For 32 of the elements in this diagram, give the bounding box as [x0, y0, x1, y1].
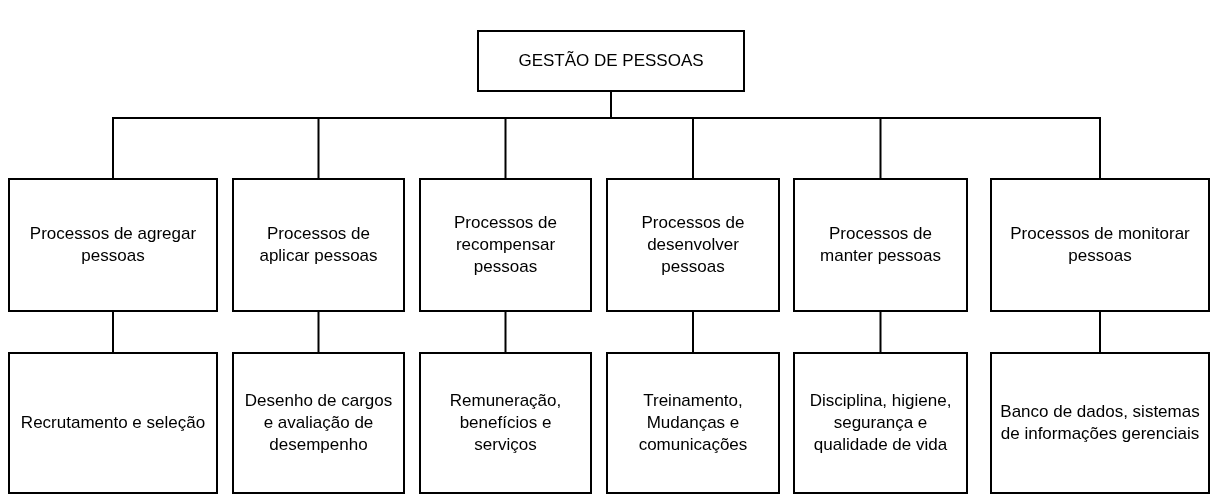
box-label: Banco de dados, sistemas de informações gerenciais: [1000, 401, 1200, 445]
box-label: Processos de agregar pessoas: [28, 223, 198, 267]
box-label: Disciplina, higiene, segurança e qualidade de vida: [808, 390, 953, 456]
process-box: [606, 178, 780, 312]
process-box: [8, 178, 218, 312]
box-label: GESTÃO DE PESSOAS: [518, 50, 704, 72]
root-box: [477, 30, 745, 92]
process-box: [419, 178, 592, 312]
process-box: [793, 178, 968, 312]
box-label: Recrutamento e seleção: [20, 412, 206, 434]
connector-line: [317, 311, 320, 353]
box-label: Treinamento, Mudanças e comunicações: [637, 390, 749, 456]
process-box: [232, 178, 405, 312]
box-label: Processos de manter pessoas: [819, 223, 942, 267]
process-box: [232, 352, 405, 494]
connector-line: [504, 311, 507, 353]
connector-line: [879, 311, 882, 353]
process-box: [8, 352, 218, 494]
connector-line: [112, 311, 114, 353]
box-label: Processos de monitorar pessoas: [1009, 223, 1191, 267]
box-label: Processos de recompensar pessoas: [453, 212, 558, 278]
box-label: Desenho de cargos e avaliação de desempenho: [243, 390, 394, 456]
box-label: Processos de aplicar pessoas: [258, 223, 379, 267]
connector-line: [692, 311, 694, 353]
process-box: [990, 178, 1210, 312]
process-box: [990, 352, 1210, 494]
box-label: Remuneração, benefícios e serviços: [448, 390, 563, 456]
box-label: Processos de desenvolver pessoas: [640, 212, 746, 278]
connector-line: [1099, 311, 1101, 353]
process-box: [606, 352, 780, 494]
process-box: [793, 352, 968, 494]
process-box: [419, 352, 592, 494]
